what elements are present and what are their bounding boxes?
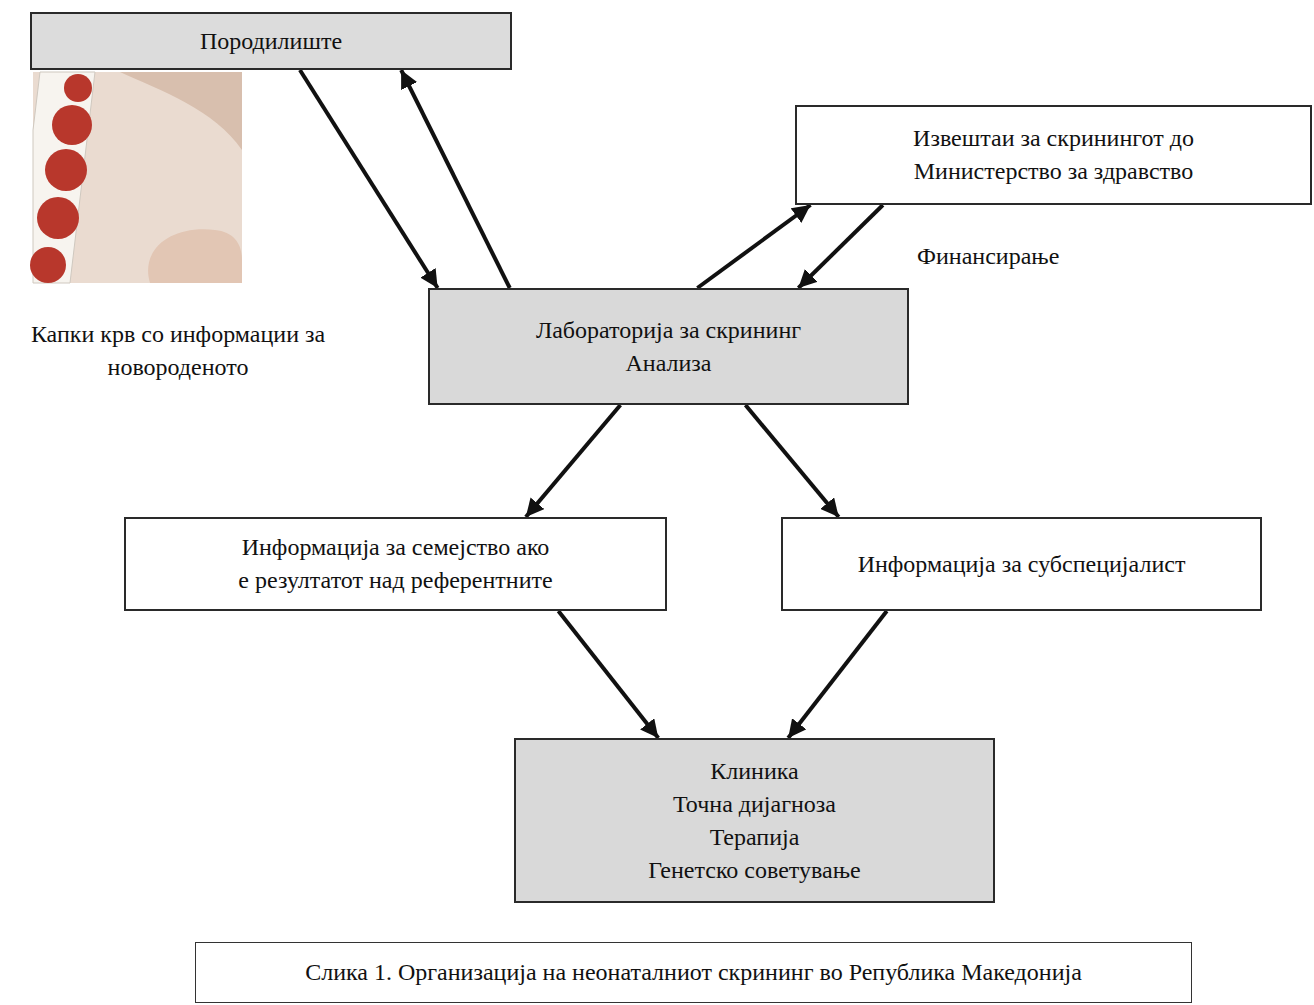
process-box: Информација за субспецијалист <box>781 517 1262 611</box>
flow-arrow <box>526 405 621 517</box>
photo-ground <box>33 72 242 283</box>
process-box: Извештаи за скринингот до Министерство з… <box>795 105 1312 205</box>
caption-frame: Слика 1. Организација на неонаталниот ск… <box>195 942 1192 1003</box>
figure-caption: Слика 1. Организација на неонаталниот ск… <box>305 956 1082 989</box>
box-text: Извештаи за скринингот до Министерство з… <box>811 122 1296 188</box>
blood-spot <box>64 74 92 102</box>
finger-shape <box>148 229 242 283</box>
box-text: Породилиште <box>200 25 342 58</box>
process-box: Породилиште <box>30 12 512 70</box>
blood-spot <box>52 105 92 145</box>
hand-shape <box>120 72 242 150</box>
blood-spot <box>37 197 79 239</box>
flow-arrow <box>558 611 658 738</box>
box-text: Точна дијагноза <box>673 788 836 821</box>
box-text: Терапија <box>710 821 800 854</box>
flow-arrow <box>401 70 510 288</box>
photo-label: Капки крв со информации за новороденото <box>8 318 348 384</box>
flow-arrow <box>798 205 883 288</box>
blood-spot <box>30 247 66 283</box>
flow-arrow <box>788 611 887 738</box>
box-text: Информација за семејство ако е резултато… <box>140 531 651 597</box>
process-box: КлиникаТочна дијагнозаТерапијаГенетско с… <box>514 738 995 903</box>
box-text: Клиника <box>710 755 798 788</box>
flow-arrow <box>745 405 838 517</box>
process-box: Лабораторија за скринингАнализа <box>428 288 909 405</box>
box-text: Информација за субспецијалист <box>858 548 1186 581</box>
box-text: Анализа <box>626 347 712 380</box>
process-box: Информација за семејство ако е резултато… <box>124 517 667 611</box>
box-text: Лабораторија за скрининг <box>536 314 801 347</box>
flow-arrow <box>697 205 810 288</box>
box-text: Генетско советување <box>648 854 860 887</box>
blood-spot <box>45 149 87 191</box>
edge-label: Финансирање <box>915 240 1061 273</box>
